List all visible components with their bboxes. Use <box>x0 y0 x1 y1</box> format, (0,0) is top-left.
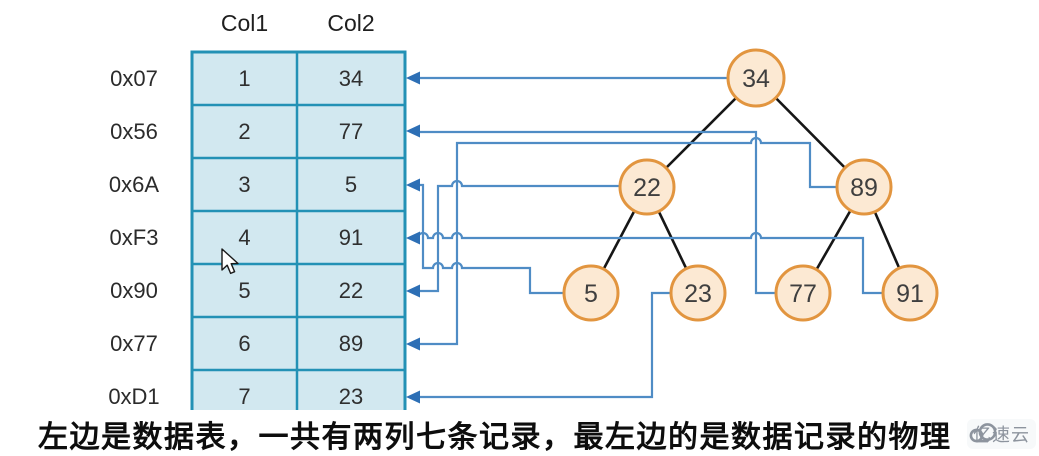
table-cell-0x6A-col1: 3 <box>238 172 251 197</box>
table-col-header-1: Col1 <box>220 10 269 36</box>
table-cell-0xF3-col1: 4 <box>238 225 251 250</box>
tree-nodes: 34 22 89 5 23 77 91 <box>562 48 939 322</box>
tree-node-label: 22 <box>633 174 661 202</box>
table-cell-0x07-col1: 1 <box>238 66 251 91</box>
tree-node-label: 91 <box>896 280 924 308</box>
table-cell-0x77-col2: 89 <box>338 331 364 356</box>
table-cell-0x07-col2: 34 <box>338 66 364 91</box>
pointer-77-0x56 <box>412 130 776 295</box>
table-cell-0x56-col2: 77 <box>338 119 364 144</box>
data-table-grid <box>190 50 407 425</box>
tree-node-5 <box>562 264 620 322</box>
table-cell-0x6A-col2: 5 <box>344 172 358 197</box>
arrowhead-row-0x6A <box>406 178 420 192</box>
row-address-0x56: 0x56 <box>110 119 158 144</box>
tree-node-label: 77 <box>789 280 817 308</box>
pointer-22-0x90 <box>412 179 620 293</box>
pointer-arrowheads <box>406 71 420 404</box>
table-cell-0x77-col1: 6 <box>238 331 251 356</box>
tree-node-label: 5 <box>584 280 598 308</box>
tree-node-89 <box>835 158 893 216</box>
tree-node-23 <box>669 264 727 322</box>
table-cell-0x56-col1: 2 <box>238 119 251 144</box>
row-address-0xF3: 0xF3 <box>109 225 159 250</box>
tree-node-91 <box>881 264 939 322</box>
row-address-0x77: 0x77 <box>110 331 158 356</box>
table-gridlines <box>192 52 405 423</box>
pointer-91-0xF3 <box>412 231 883 295</box>
row-address-0xD1: 0xD1 <box>108 384 160 409</box>
pointer-23-0xD1 <box>412 291 671 399</box>
row-address-0x90: 0x90 <box>110 278 158 303</box>
watermark: 亿速云 <box>967 419 1036 449</box>
tree-node-77 <box>774 264 832 322</box>
arrowhead-row-0xD1 <box>406 390 420 404</box>
table-cell-0xF3-col2: 91 <box>338 225 364 250</box>
tree-node-22 <box>618 158 676 216</box>
caption-band: 左边是数据表，一共有两列七条记录，最左边的是数据记录的物理 <box>0 410 1039 456</box>
table-outline <box>190 50 407 425</box>
table-cell-0xD1-col1: 7 <box>238 384 251 409</box>
pointer-89-0x77 <box>412 136 837 346</box>
tree-node-34 <box>726 48 786 108</box>
caption-text: 左边是数据表，一共有两列七条记录，最左边的是数据记录的物理 <box>38 421 952 454</box>
table-cell-0xD1-col2: 23 <box>338 384 364 409</box>
pointer-5-0x6A <box>412 183 564 295</box>
cloud-icon <box>969 423 997 443</box>
table-cell-0x90-col1: 5 <box>238 278 251 303</box>
arrowhead-row-0xF3 <box>406 231 420 245</box>
row-address-0x07: 0x07 <box>110 66 158 91</box>
row-address-0x6A: 0x6A <box>108 172 160 197</box>
tree-node-label: 89 <box>850 174 878 202</box>
pointer-connectors <box>412 76 883 399</box>
arrowhead-row-0x56 <box>406 124 420 138</box>
tree-node-label: 34 <box>742 65 770 93</box>
arrowhead-row-0x07 <box>406 71 420 85</box>
table-cell-0x90-col2: 22 <box>338 278 364 303</box>
mouse-cursor <box>221 248 239 275</box>
tree-node-label: 23 <box>684 280 712 308</box>
table-col-header-2: Col2 <box>327 10 375 36</box>
arrowhead-row-0x77 <box>406 337 420 351</box>
arrowhead-row-0x90 <box>406 284 420 298</box>
